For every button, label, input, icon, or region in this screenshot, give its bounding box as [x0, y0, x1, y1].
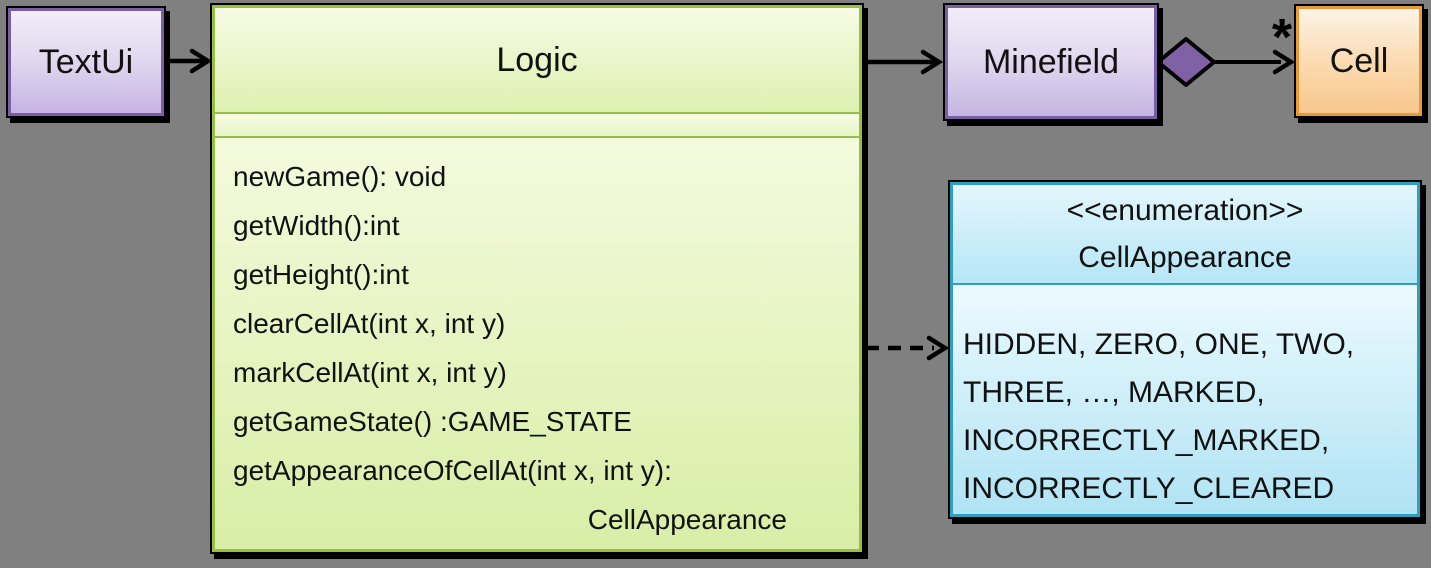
class-title: Cell: [1329, 41, 1389, 80]
association-arrow-logic-minefield: [866, 49, 944, 75]
enum-values-line: HIDDEN, ZERO, ONE, TWO,: [963, 328, 1355, 361]
dependency-arrow-logic-enum: [866, 335, 950, 361]
enum-stereotype: <<enumeration>>: [1066, 194, 1304, 227]
class-box-logic[interactable]: Logic newGame(): void getWidth():int get…: [212, 5, 862, 552]
multiplicity-label: *: [1271, 9, 1293, 67]
attributes-section-empty: [215, 114, 859, 138]
enum-header: <<enumeration>> CellAppearance: [953, 185, 1417, 285]
method-markcellat: markCellAt(int x, int y): [233, 357, 507, 388]
methods-section: newGame(): void getWidth():int getHeight…: [215, 138, 859, 549]
enum-values-line: INCORRECTLY_MARKED,: [963, 424, 1330, 457]
class-box-textui[interactable]: TextUi: [8, 8, 164, 116]
enum-values-line: THREE, …, MARKED,: [963, 376, 1265, 409]
association-arrow-textui-logic: [166, 48, 213, 74]
aggregation-diamond-icon: [1156, 37, 1216, 87]
method-clearcellat: clearCellAt(int x, int y): [233, 308, 506, 339]
method-return-type-continuation: CellAppearance: [587, 504, 787, 535]
enum-values-line: INCORRECTLY_CLEARED: [963, 472, 1335, 505]
class-title: TextUi: [38, 42, 134, 81]
class-box-cell[interactable]: Cell: [1296, 6, 1422, 116]
enum-title: CellAppearance: [1078, 241, 1292, 274]
method-getheight: getHeight():int: [233, 259, 409, 290]
method-newgame: newGame(): void: [233, 161, 447, 192]
enum-box-cellappearance[interactable]: <<enumeration>> CellAppearance HIDDEN, Z…: [950, 182, 1420, 517]
method-getwidth: getWidth():int: [233, 210, 400, 241]
method-getappearanceofcellat: getAppearanceOfCellAt(int x, int y):: [233, 455, 672, 486]
class-title: Logic: [215, 8, 859, 114]
class-box-minefield[interactable]: Minefield: [945, 5, 1157, 119]
class-title: Minefield: [982, 42, 1120, 81]
enum-values-section: HIDDEN, ZERO, ONE, TWO, THREE, …, MARKED…: [953, 285, 1417, 514]
method-getgamestate: getGameState() :GAME_STATE: [233, 406, 632, 437]
